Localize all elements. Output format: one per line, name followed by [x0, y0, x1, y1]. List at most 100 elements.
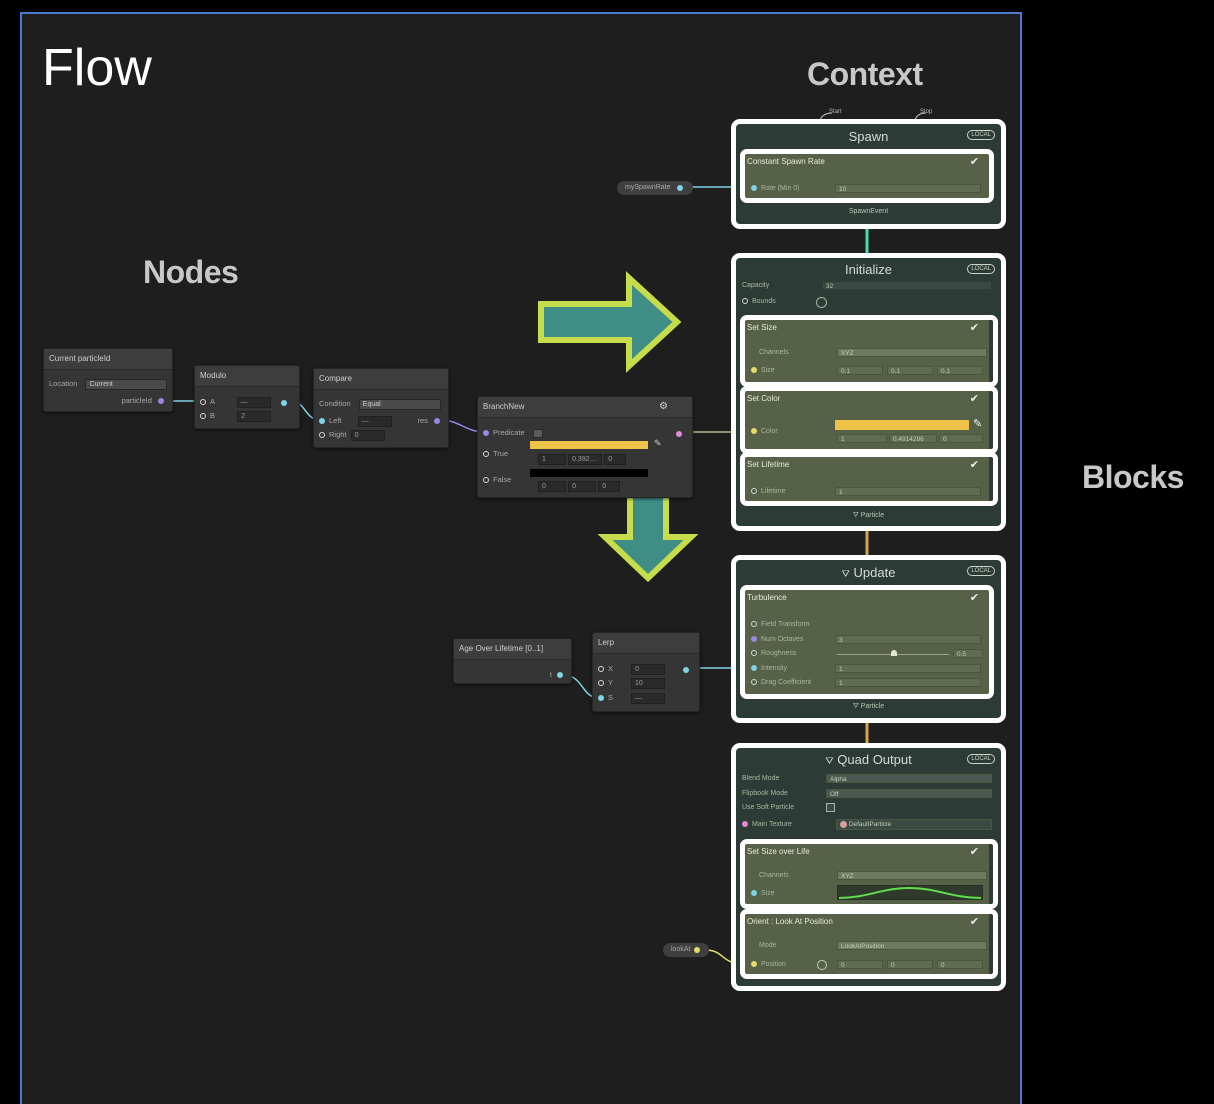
size-port[interactable] — [751, 367, 757, 374]
color-swatch[interactable] — [835, 420, 969, 430]
roughness-slider-thumb[interactable] — [891, 650, 897, 656]
enabled-check-icon[interactable]: ✔ — [969, 322, 979, 334]
position-y-field[interactable]: 0 — [887, 960, 933, 969]
color-x-field[interactable]: 1 — [837, 434, 887, 443]
true-x-field[interactable]: 1 — [538, 453, 566, 465]
color-z-field[interactable]: 0 — [939, 434, 983, 443]
s-field[interactable]: — — [631, 692, 666, 704]
size-z-field[interactable]: 0.1 — [937, 366, 983, 375]
position-info-icon[interactable] — [817, 960, 827, 970]
right-field[interactable]: 0 — [350, 429, 385, 441]
false-port[interactable] — [483, 477, 489, 484]
rate-field[interactable]: 10 — [835, 184, 981, 193]
drag-port[interactable] — [751, 679, 757, 686]
roughness-port[interactable] — [751, 650, 757, 657]
soft-particle-checkbox[interactable] — [826, 803, 835, 812]
enabled-check-icon[interactable]: ✔ — [969, 592, 979, 604]
false-x-field[interactable]: 0 — [538, 480, 566, 492]
lifetime-field[interactable]: 1 — [835, 487, 981, 496]
lerp-node[interactable]: Lerp X 0 Y 10 S — — [592, 632, 700, 712]
true-port[interactable] — [483, 451, 489, 458]
x-field[interactable]: 0 — [631, 663, 666, 675]
eyedropper-icon[interactable]: ✎ — [654, 438, 662, 448]
drag-field[interactable]: 1 — [835, 678, 981, 687]
roughness-field[interactable]: 0.5 — [953, 649, 983, 658]
location-dropdown[interactable]: Current — [85, 378, 168, 390]
position-x-field[interactable]: 0 — [837, 960, 883, 969]
flipbook-mode-dropdown[interactable]: Off — [826, 789, 992, 798]
size-port[interactable] — [751, 890, 757, 897]
channels-dropdown[interactable]: XYZ — [837, 871, 987, 880]
set-size-over-life-block[interactable]: Set Size over Life ✔ Channels XYZ Size — [745, 844, 989, 904]
color-y-field[interactable]: 0.4914286 — [889, 434, 937, 443]
enabled-check-icon[interactable]: ✔ — [969, 459, 979, 471]
octaves-port[interactable] — [751, 636, 757, 643]
field-transform-port[interactable] — [751, 621, 757, 628]
y-port[interactable] — [598, 680, 604, 687]
bounds-info-icon[interactable] — [816, 297, 827, 308]
true-y-field[interactable]: 0.392… — [568, 453, 603, 465]
intensity-port[interactable] — [751, 665, 757, 672]
input-a-port[interactable] — [200, 399, 206, 406]
input-b-port[interactable] — [200, 413, 206, 420]
current-particleid-node[interactable]: Current particleId Location Current part… — [43, 348, 173, 412]
rate-port[interactable] — [751, 185, 757, 192]
t-output-port[interactable] — [557, 672, 563, 679]
modulo-output-port[interactable] — [281, 400, 287, 406]
intensity-field[interactable]: 1 — [835, 664, 981, 673]
left-port[interactable] — [319, 418, 325, 425]
compare-node[interactable]: Compare Condition Equal Left — Right 0 r… — [313, 368, 449, 448]
local-badge[interactable]: LOCAL — [967, 566, 995, 576]
settings-icon[interactable]: ⚙ — [659, 401, 668, 412]
false-z-field[interactable]: 0 — [598, 480, 621, 492]
size-y-field[interactable]: 0.1 — [887, 366, 933, 375]
branch-output-port[interactable] — [676, 431, 682, 437]
local-badge[interactable]: LOCAL — [967, 130, 995, 140]
local-badge[interactable]: LOCAL — [967, 264, 995, 274]
x-port[interactable] — [598, 666, 604, 673]
enabled-check-icon[interactable]: ✔ — [969, 393, 979, 405]
octaves-field[interactable]: 3 — [835, 635, 981, 644]
local-badge[interactable]: LOCAL — [967, 754, 995, 764]
enabled-check-icon[interactable]: ✔ — [969, 916, 979, 928]
input-b-field[interactable]: 2 — [237, 410, 272, 422]
true-z-field[interactable]: 0 — [604, 453, 627, 465]
size-curve-field[interactable] — [837, 885, 983, 900]
predicate-checkbox[interactable] — [532, 428, 543, 438]
input-a-field[interactable]: — — [236, 396, 271, 408]
turbulence-block[interactable]: Turbulence ✔ Field Transform Num Octaves… — [745, 590, 989, 694]
mode-dropdown[interactable]: LookAtPosition — [837, 941, 987, 950]
look-at-parameter[interactable]: lookAt — [663, 943, 709, 957]
enabled-check-icon[interactable]: ✔ — [969, 846, 979, 858]
s-port[interactable] — [598, 695, 604, 702]
branch-node[interactable]: BranchNew ⚙ Predicate True 1 0.392… 0 Fa… — [477, 396, 693, 498]
color-port[interactable] — [751, 428, 757, 435]
parameter-output-port[interactable] — [677, 185, 683, 191]
enabled-check-icon[interactable]: ✔ — [969, 156, 979, 168]
orient-block[interactable]: Orient : Look At Position ✔ Mode LookAtP… — [745, 914, 989, 974]
right-port[interactable] — [319, 432, 325, 439]
left-field[interactable]: — — [357, 415, 392, 427]
modulo-node[interactable]: Modulo A — B 2 — [194, 365, 300, 429]
condition-dropdown[interactable]: Equal — [358, 398, 441, 410]
false-color-swatch[interactable] — [530, 469, 648, 477]
capacity-field[interactable]: 32 — [822, 281, 992, 290]
parameter-output-port[interactable] — [694, 947, 700, 953]
size-x-field[interactable]: 0.1 — [837, 366, 883, 375]
constant-spawn-rate-block[interactable]: Constant Spawn Rate ✔ Rate (Min 0) 10 — [745, 154, 989, 198]
set-color-block[interactable]: Set Color ✔ Color ✎ 1 0.4914286 0 — [745, 391, 989, 449]
lifetime-port[interactable] — [751, 488, 757, 495]
y-field[interactable]: 10 — [630, 677, 665, 689]
main-texture-field[interactable]: DefaultParticle — [836, 819, 992, 830]
age-over-lifetime-node[interactable]: Age Over Lifetime [0..1] t — [453, 638, 572, 684]
bounds-port[interactable] — [742, 298, 748, 305]
position-port[interactable] — [751, 961, 757, 968]
main-texture-port[interactable] — [742, 821, 748, 828]
true-color-swatch[interactable] — [530, 441, 648, 449]
set-lifetime-block[interactable]: Set Lifetime ✔ Lifetime 1 — [745, 457, 989, 501]
res-output-port[interactable] — [434, 418, 440, 425]
predicate-port[interactable] — [483, 430, 489, 437]
my-spawn-rate-parameter[interactable]: mySpawnRate — [617, 181, 693, 195]
particleid-output-port[interactable] — [158, 398, 164, 405]
lerp-output-port[interactable] — [683, 667, 689, 673]
